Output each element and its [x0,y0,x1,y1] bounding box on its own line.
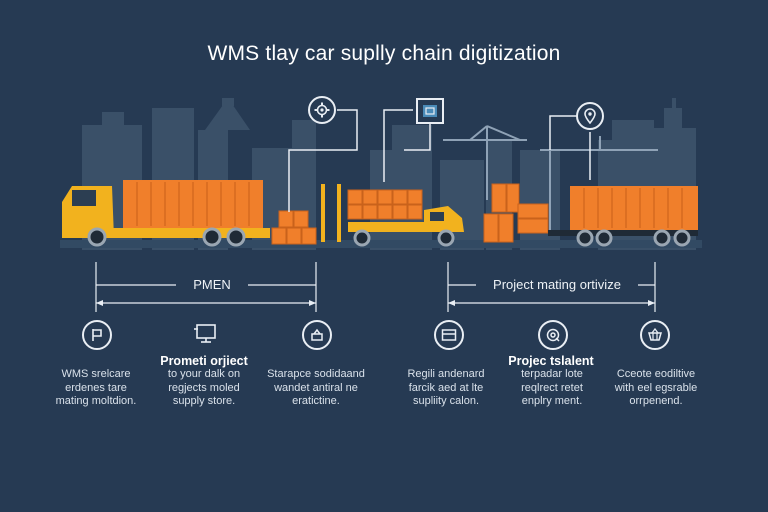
step-2-title: Prometi orjiect [160,354,248,368]
cargo-stack-right [483,183,549,243]
cargo-stack-center [347,189,423,220]
range-label-right: Project mating ortivize [476,277,638,292]
left-truck [62,180,270,247]
icon-connectors [288,109,591,212]
step-6-text: Cceote eodiltive with eel egsrable orrpe… [614,368,698,407]
forklift [321,184,341,242]
right-truck [548,186,698,247]
step-1-text: WMS srelcare erdenes tare mating moltdio… [55,368,137,407]
location-pin-icon [576,102,604,130]
basket-icon [640,320,670,350]
step-5-text: terpadar lote reqlrect retet enplry ment… [521,368,583,407]
monitor-icon [192,321,218,347]
flag-icon [82,320,112,350]
range-label-left: PMEN [176,277,248,292]
warehouse-icon [416,98,444,124]
step-2-text: to your dalk on regjects moled supply st… [167,368,241,407]
step-3-text: Starapce sodidaand wandet antiral ne era… [267,368,365,407]
cargo-stack-left [271,210,317,245]
gear-icon [308,96,336,124]
diagram-title: WMS tlay car suplly chain digitization [207,42,561,65]
flatbed-truck [348,206,464,247]
box-icon [302,320,332,350]
inbox-icon [434,320,464,350]
step-4-text: Regili andenard farcik aed at lte suplii… [407,368,485,407]
range-arrowheads [96,300,655,306]
step-5-title: Projec tslalent [508,354,594,368]
target-icon [538,320,568,350]
right-truck-container [570,186,698,230]
road [60,240,702,248]
port-cranes [443,125,658,230]
